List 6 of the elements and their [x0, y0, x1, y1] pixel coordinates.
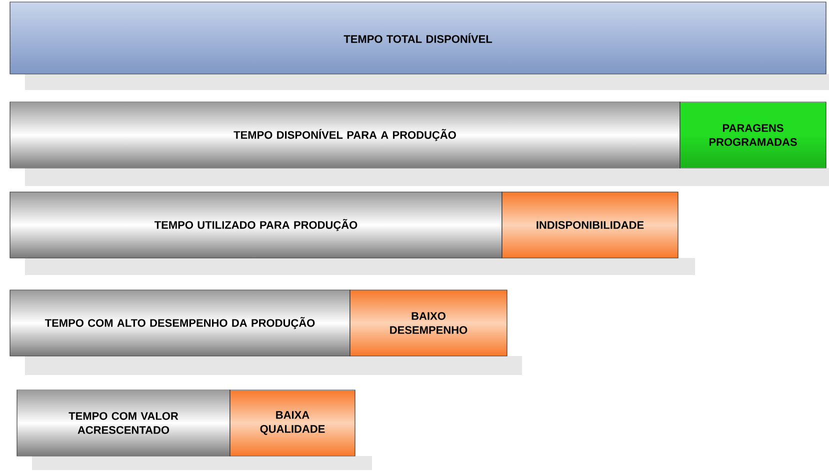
time-bar: TEMPO COM VALOR ACRESCENTADO — [16, 390, 230, 456]
loss-segment: PARAGENS PROGRAMADAS — [680, 102, 826, 168]
loss-segment: BAIXO DESEMPENHO — [350, 290, 508, 356]
total-time-bar: TEMPO TOTAL DISPONÍVEL — [10, 2, 826, 74]
loss-segment: INDISPONIBILIDADE — [502, 192, 678, 258]
loss-segment: BAIXA QUALIDADE — [230, 390, 356, 456]
